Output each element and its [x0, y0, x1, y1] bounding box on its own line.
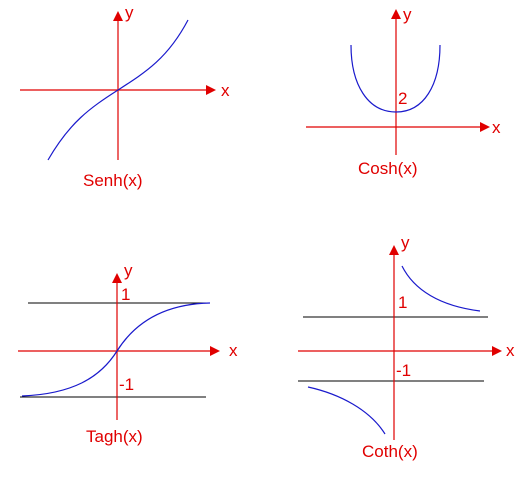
- cosh-x-label: x: [492, 118, 501, 137]
- cosh-y-label: y: [403, 5, 412, 24]
- panel-coth: x y 1 -1 Coth(x): [298, 233, 515, 461]
- coth-caption: Coth(x): [362, 442, 418, 461]
- coth-curve-positive: [401, 265, 481, 312]
- cosh-tick-2: 2: [398, 89, 407, 108]
- senh-y-arrow: [113, 11, 123, 21]
- tagh-tick-1: 1: [121, 285, 130, 304]
- tagh-x-arrow: [210, 346, 220, 356]
- coth-x-arrow: [492, 346, 502, 356]
- tagh-caption: Tagh(x): [86, 427, 143, 446]
- coth-y-arrow: [389, 245, 399, 255]
- cosh-y-arrow: [391, 9, 401, 19]
- panel-senh: x y Senh(x): [20, 3, 230, 190]
- panel-tagh: x y 1 -1 Tagh(x): [18, 261, 238, 446]
- cosh-caption: Cosh(x): [358, 159, 418, 178]
- tagh-y-arrow: [112, 273, 122, 283]
- coth-x-label: x: [506, 341, 515, 360]
- coth-tick-1: 1: [398, 293, 407, 312]
- coth-tick-minus1: -1: [396, 361, 411, 380]
- panel-cosh: x y 2 Cosh(x): [306, 5, 501, 178]
- senh-y-label: y: [125, 3, 134, 22]
- senh-curve: [47, 19, 189, 161]
- tagh-curve: [21, 302, 211, 397]
- coth-y-label: y: [401, 233, 410, 252]
- senh-caption: Senh(x): [83, 171, 143, 190]
- senh-x-arrow: [206, 85, 216, 95]
- cosh-x-arrow: [480, 122, 490, 132]
- tagh-y-label: y: [124, 261, 133, 280]
- senh-x-label: x: [221, 81, 230, 100]
- cosh-curve: [350, 44, 441, 113]
- coth-curve-negative: [307, 386, 386, 435]
- tagh-x-label: x: [229, 341, 238, 360]
- tagh-tick-minus1: -1: [119, 375, 134, 394]
